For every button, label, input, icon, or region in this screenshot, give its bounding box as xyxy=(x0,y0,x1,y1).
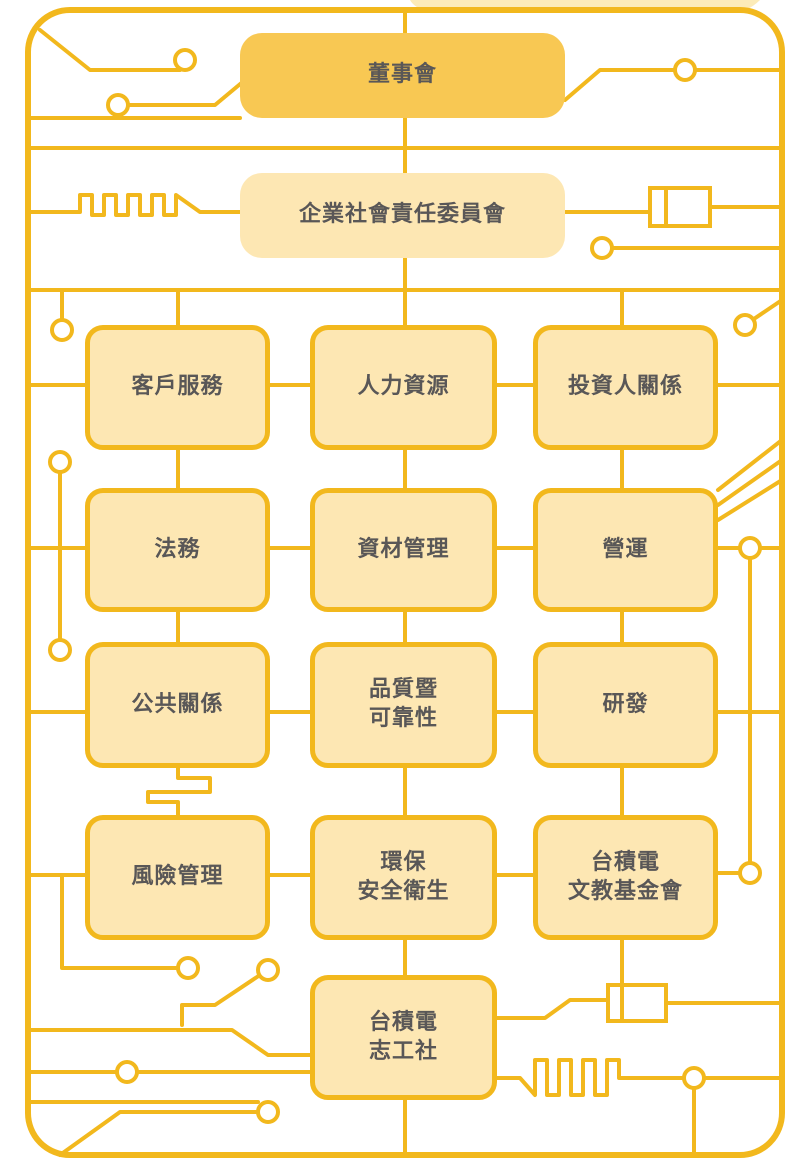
csr-committee: 企業社會責任委員會 xyxy=(240,173,565,258)
dept-esh: 環保 安全衛生 xyxy=(310,815,497,940)
dept-education-foundation: 台積電 文教基金會 xyxy=(533,815,718,940)
dept-label: 法務 xyxy=(154,536,201,562)
csr-committee-label: 企業社會責任委員會 xyxy=(298,202,506,228)
dept-label: 投資人關係 xyxy=(567,374,683,400)
dept-quality-reliability: 品質暨 可靠性 xyxy=(310,642,497,768)
dept-label-line2: 可靠性 xyxy=(368,706,438,731)
dept-label: 客戶服務 xyxy=(131,374,224,400)
board-of-directors: 董事會 xyxy=(240,33,565,118)
dept-label-line1: 台積電 xyxy=(368,1009,438,1035)
dept-public-relations: 公共關係 xyxy=(85,642,270,768)
dept-legal: 法務 xyxy=(85,488,270,612)
dept-customer-service: 客戶服務 xyxy=(85,325,270,450)
board-label: 董事會 xyxy=(367,62,437,88)
dept-label-line1: 品質暨 xyxy=(368,677,438,703)
dept-label: 人力資源 xyxy=(357,374,450,400)
dept-label: 資材管理 xyxy=(357,536,450,562)
dept-label-line2: 安全衛生 xyxy=(357,878,450,904)
dept-label-line1: 環保 xyxy=(380,849,427,875)
dept-label-line2: 文教基金會 xyxy=(567,878,683,904)
dept-operations: 營運 xyxy=(533,488,718,612)
dept-research-development: 研發 xyxy=(533,642,718,768)
dept-volunteers: 台積電 志工社 xyxy=(310,975,497,1100)
dept-investor-relations: 投資人關係 xyxy=(533,325,718,450)
dept-label: 研發 xyxy=(602,691,649,717)
dept-label-line1: 台積電 xyxy=(590,849,660,875)
dept-label: 風險管理 xyxy=(131,864,224,890)
dept-risk-management: 風險管理 xyxy=(85,815,270,940)
dept-label-line2: 志工社 xyxy=(368,1038,438,1064)
dept-human-resources: 人力資源 xyxy=(310,325,497,450)
dept-materials-management: 資材管理 xyxy=(310,488,497,612)
dept-label: 公共關係 xyxy=(131,691,224,717)
dept-label: 營運 xyxy=(602,536,649,562)
